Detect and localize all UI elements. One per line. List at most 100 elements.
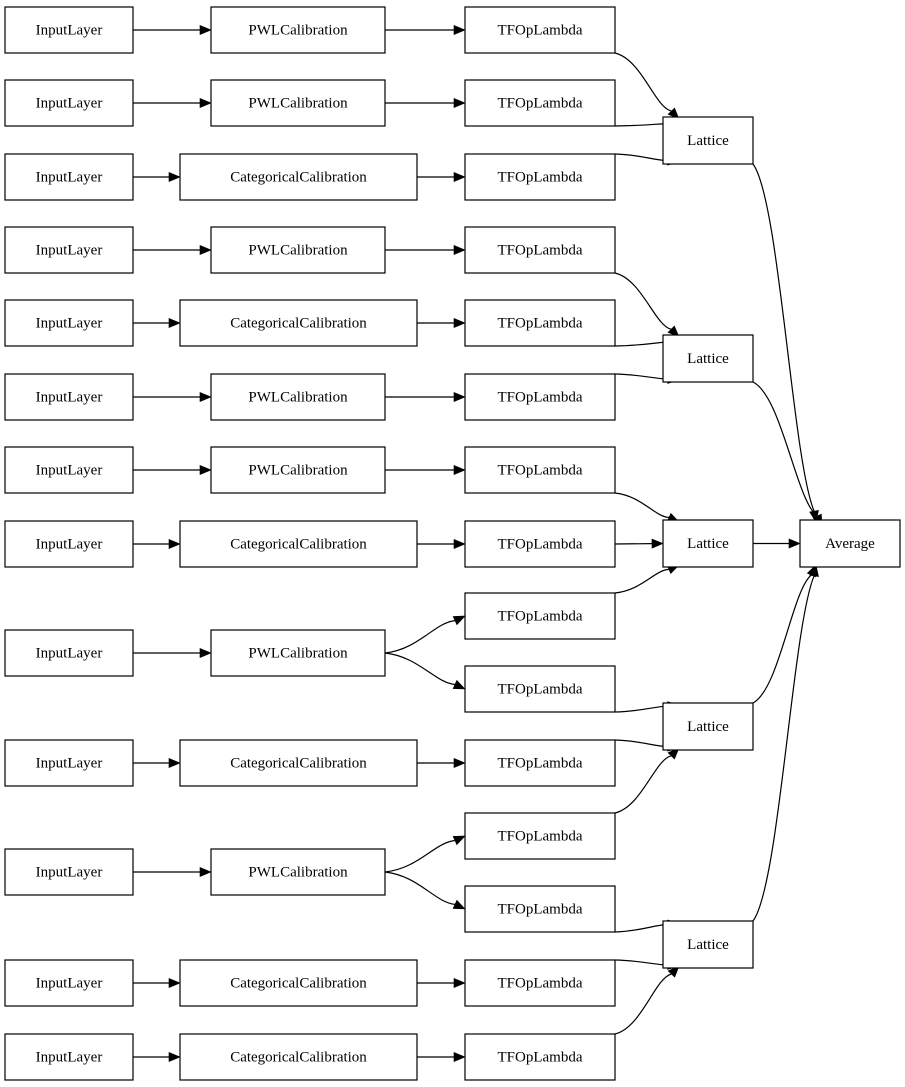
node-box[interactable] xyxy=(464,446,616,494)
node-input-layer-in2[interactable]: InputLayer xyxy=(4,79,134,127)
node-tfop-lambda-lam11[interactable]: TFOpLambda xyxy=(464,739,616,787)
node-input-layer-in3[interactable]: InputLayer xyxy=(4,153,134,201)
node-box[interactable] xyxy=(4,446,134,494)
node-label: Lattice xyxy=(687,719,729,735)
node-box[interactable] xyxy=(662,702,754,751)
node-tfop-lambda-lam4[interactable]: TFOpLambda xyxy=(464,226,616,274)
node-input-layer-in7[interactable]: InputLayer xyxy=(4,446,134,494)
node-box[interactable] xyxy=(179,1033,418,1081)
node-input-layer-in13[interactable]: InputLayer xyxy=(4,1033,134,1081)
node-box[interactable] xyxy=(4,739,134,787)
node-lattice-lat1[interactable]: Lattice xyxy=(662,116,754,165)
node-box[interactable] xyxy=(4,520,134,568)
node-box[interactable] xyxy=(4,299,134,347)
node-box[interactable] xyxy=(464,299,616,347)
node-box[interactable] xyxy=(464,959,616,1007)
node-lattice-lat5[interactable]: Lattice xyxy=(662,920,754,969)
node-box[interactable] xyxy=(464,739,616,787)
node-tfop-lambda-lam3[interactable]: TFOpLambda xyxy=(464,153,616,201)
node-box[interactable] xyxy=(464,79,616,127)
node-tfop-lambda-lam15[interactable]: TFOpLambda xyxy=(464,1033,616,1081)
node-tfop-lambda-lam6[interactable]: TFOpLambda xyxy=(464,373,616,421)
node-pwlcalibration-cal7[interactable]: PWLCalibration xyxy=(210,446,386,494)
node-box[interactable] xyxy=(4,79,134,127)
node-categorical-calibration-cal13[interactable]: CategoricalCalibration xyxy=(179,1033,418,1081)
node-pwlcalibration-cal4[interactable]: PWLCalibration xyxy=(210,226,386,274)
node-box[interactable] xyxy=(464,1033,616,1081)
node-box[interactable] xyxy=(662,116,754,165)
node-box[interactable] xyxy=(464,226,616,274)
node-pwlcalibration-cal6[interactable]: PWLCalibration xyxy=(210,373,386,421)
node-box[interactable] xyxy=(464,812,616,860)
node-lattice-lat2[interactable]: Lattice xyxy=(662,334,754,383)
node-box[interactable] xyxy=(210,446,386,494)
node-input-layer-in9[interactable]: InputLayer xyxy=(4,629,134,677)
node-box[interactable] xyxy=(210,6,386,54)
node-input-layer-in5[interactable]: InputLayer xyxy=(4,299,134,347)
node-input-layer-in10[interactable]: InputLayer xyxy=(4,739,134,787)
node-input-layer-in12[interactable]: InputLayer xyxy=(4,959,134,1007)
node-lattice-lat3[interactable]: Lattice xyxy=(662,519,754,568)
node-box[interactable] xyxy=(4,6,134,54)
node-pwlcalibration-cal1[interactable]: PWLCalibration xyxy=(210,6,386,54)
node-box[interactable] xyxy=(464,153,616,201)
node-tfop-lambda-lam2[interactable]: TFOpLambda xyxy=(464,79,616,127)
node-box[interactable] xyxy=(799,519,901,568)
node-input-layer-in1[interactable]: InputLayer xyxy=(4,6,134,54)
node-box[interactable] xyxy=(4,848,134,896)
node-tfop-lambda-lam8[interactable]: TFOpLambda xyxy=(464,520,616,568)
node-box[interactable] xyxy=(210,848,386,896)
node-label: TFOpLambda xyxy=(498,755,583,771)
node-tfop-lambda-lam12[interactable]: TFOpLambda xyxy=(464,812,616,860)
node-input-layer-in11[interactable]: InputLayer xyxy=(4,848,134,896)
node-box[interactable] xyxy=(179,739,418,787)
node-box[interactable] xyxy=(464,885,616,933)
node-pwlcalibration-cal2[interactable]: PWLCalibration xyxy=(210,79,386,127)
node-label: PWLCalibration xyxy=(248,645,348,661)
node-categorical-calibration-cal8[interactable]: CategoricalCalibration xyxy=(179,520,418,568)
node-box[interactable] xyxy=(662,519,754,568)
node-box[interactable] xyxy=(464,373,616,421)
node-box[interactable] xyxy=(4,959,134,1007)
node-tfop-lambda-lam1[interactable]: TFOpLambda xyxy=(464,6,616,54)
node-input-layer-in4[interactable]: InputLayer xyxy=(4,226,134,274)
node-box[interactable] xyxy=(179,299,418,347)
node-box[interactable] xyxy=(4,226,134,274)
node-box[interactable] xyxy=(210,226,386,274)
node-pwlcalibration-cal11[interactable]: PWLCalibration xyxy=(210,848,386,896)
node-tfop-lambda-lam14[interactable]: TFOpLambda xyxy=(464,959,616,1007)
node-box[interactable] xyxy=(4,1033,134,1081)
node-box[interactable] xyxy=(4,629,134,677)
node-box[interactable] xyxy=(464,665,616,713)
node-label: CategoricalCalibration xyxy=(230,755,367,771)
node-average-avg[interactable]: Average xyxy=(799,519,901,568)
node-tfop-lambda-lam10[interactable]: TFOpLambda xyxy=(464,665,616,713)
node-box[interactable] xyxy=(210,79,386,127)
node-input-layer-in6[interactable]: InputLayer xyxy=(4,373,134,421)
node-box[interactable] xyxy=(179,520,418,568)
node-categorical-calibration-cal12[interactable]: CategoricalCalibration xyxy=(179,959,418,1007)
node-box[interactable] xyxy=(4,373,134,421)
node-box[interactable] xyxy=(179,153,418,201)
edge-cal10-to-lam11 xyxy=(417,758,466,768)
node-box[interactable] xyxy=(464,592,616,640)
node-categorical-calibration-cal5[interactable]: CategoricalCalibration xyxy=(179,299,418,347)
edge-cal13-to-lam15 xyxy=(417,1052,466,1062)
node-box[interactable] xyxy=(662,920,754,969)
node-categorical-calibration-cal3[interactable]: CategoricalCalibration xyxy=(179,153,418,201)
node-box[interactable] xyxy=(4,153,134,201)
node-tfop-lambda-lam5[interactable]: TFOpLambda xyxy=(464,299,616,347)
node-box[interactable] xyxy=(210,629,386,677)
node-lattice-lat4[interactable]: Lattice xyxy=(662,702,754,751)
node-box[interactable] xyxy=(464,6,616,54)
node-tfop-lambda-lam13[interactable]: TFOpLambda xyxy=(464,885,616,933)
node-box[interactable] xyxy=(662,334,754,383)
node-pwlcalibration-cal9[interactable]: PWLCalibration xyxy=(210,629,386,677)
node-input-layer-in8[interactable]: InputLayer xyxy=(4,520,134,568)
node-box[interactable] xyxy=(179,959,418,1007)
node-box[interactable] xyxy=(210,373,386,421)
node-box[interactable] xyxy=(464,520,616,568)
node-categorical-calibration-cal10[interactable]: CategoricalCalibration xyxy=(179,739,418,787)
node-tfop-lambda-lam9[interactable]: TFOpLambda xyxy=(464,592,616,640)
node-tfop-lambda-lam7[interactable]: TFOpLambda xyxy=(464,446,616,494)
